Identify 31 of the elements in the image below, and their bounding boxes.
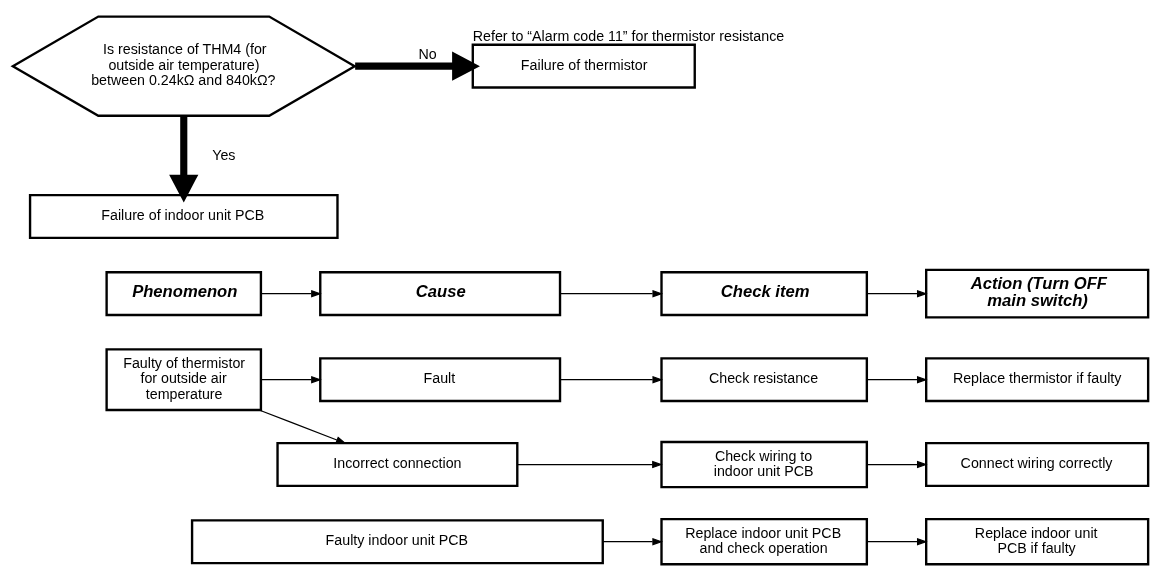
node-box: Phenomenon (105, 271, 263, 317)
node-box: Faulty of thermistor for outside air temperature (105, 348, 263, 412)
arrow (559, 375, 664, 384)
node-box: Replace indoor unit PCB and check operation (660, 517, 869, 566)
node-label: Refer to “Alarm code 11” for thermistor resistance (472, 27, 785, 44)
node-box: Failure of thermistor (471, 43, 696, 89)
node-box: Replace thermistor if faulty (925, 357, 1150, 403)
arrow (516, 460, 663, 469)
node-box: Replace indoor unit PCB if faulty (925, 517, 1150, 566)
node-box: Action (Turn OFF main switch) (925, 268, 1150, 319)
edge-label: Yes (212, 146, 236, 163)
arrow (260, 375, 322, 384)
node-box: Faulty indoor unit PCB (190, 519, 604, 565)
node-box: Fault (319, 357, 562, 403)
arrow (866, 375, 928, 384)
edge-label: No (418, 46, 437, 63)
arrow (866, 537, 928, 546)
arrow (169, 115, 199, 203)
arrow (260, 289, 322, 298)
node-box: Check item (660, 271, 869, 317)
node-box: Connect wiring correctly (925, 442, 1150, 488)
node-box: Check resistance (660, 357, 869, 403)
arrow (559, 289, 664, 298)
node-box: Incorrect connection (276, 442, 519, 488)
node-box: Cause (319, 271, 562, 317)
node-box: Failure of indoor unit PCB (28, 193, 339, 240)
arrow (602, 537, 664, 546)
arrow (866, 289, 928, 298)
arrow (866, 460, 928, 469)
arrow (258, 409, 347, 444)
node-box: Check wiring to indoor unit PCB (660, 440, 869, 489)
